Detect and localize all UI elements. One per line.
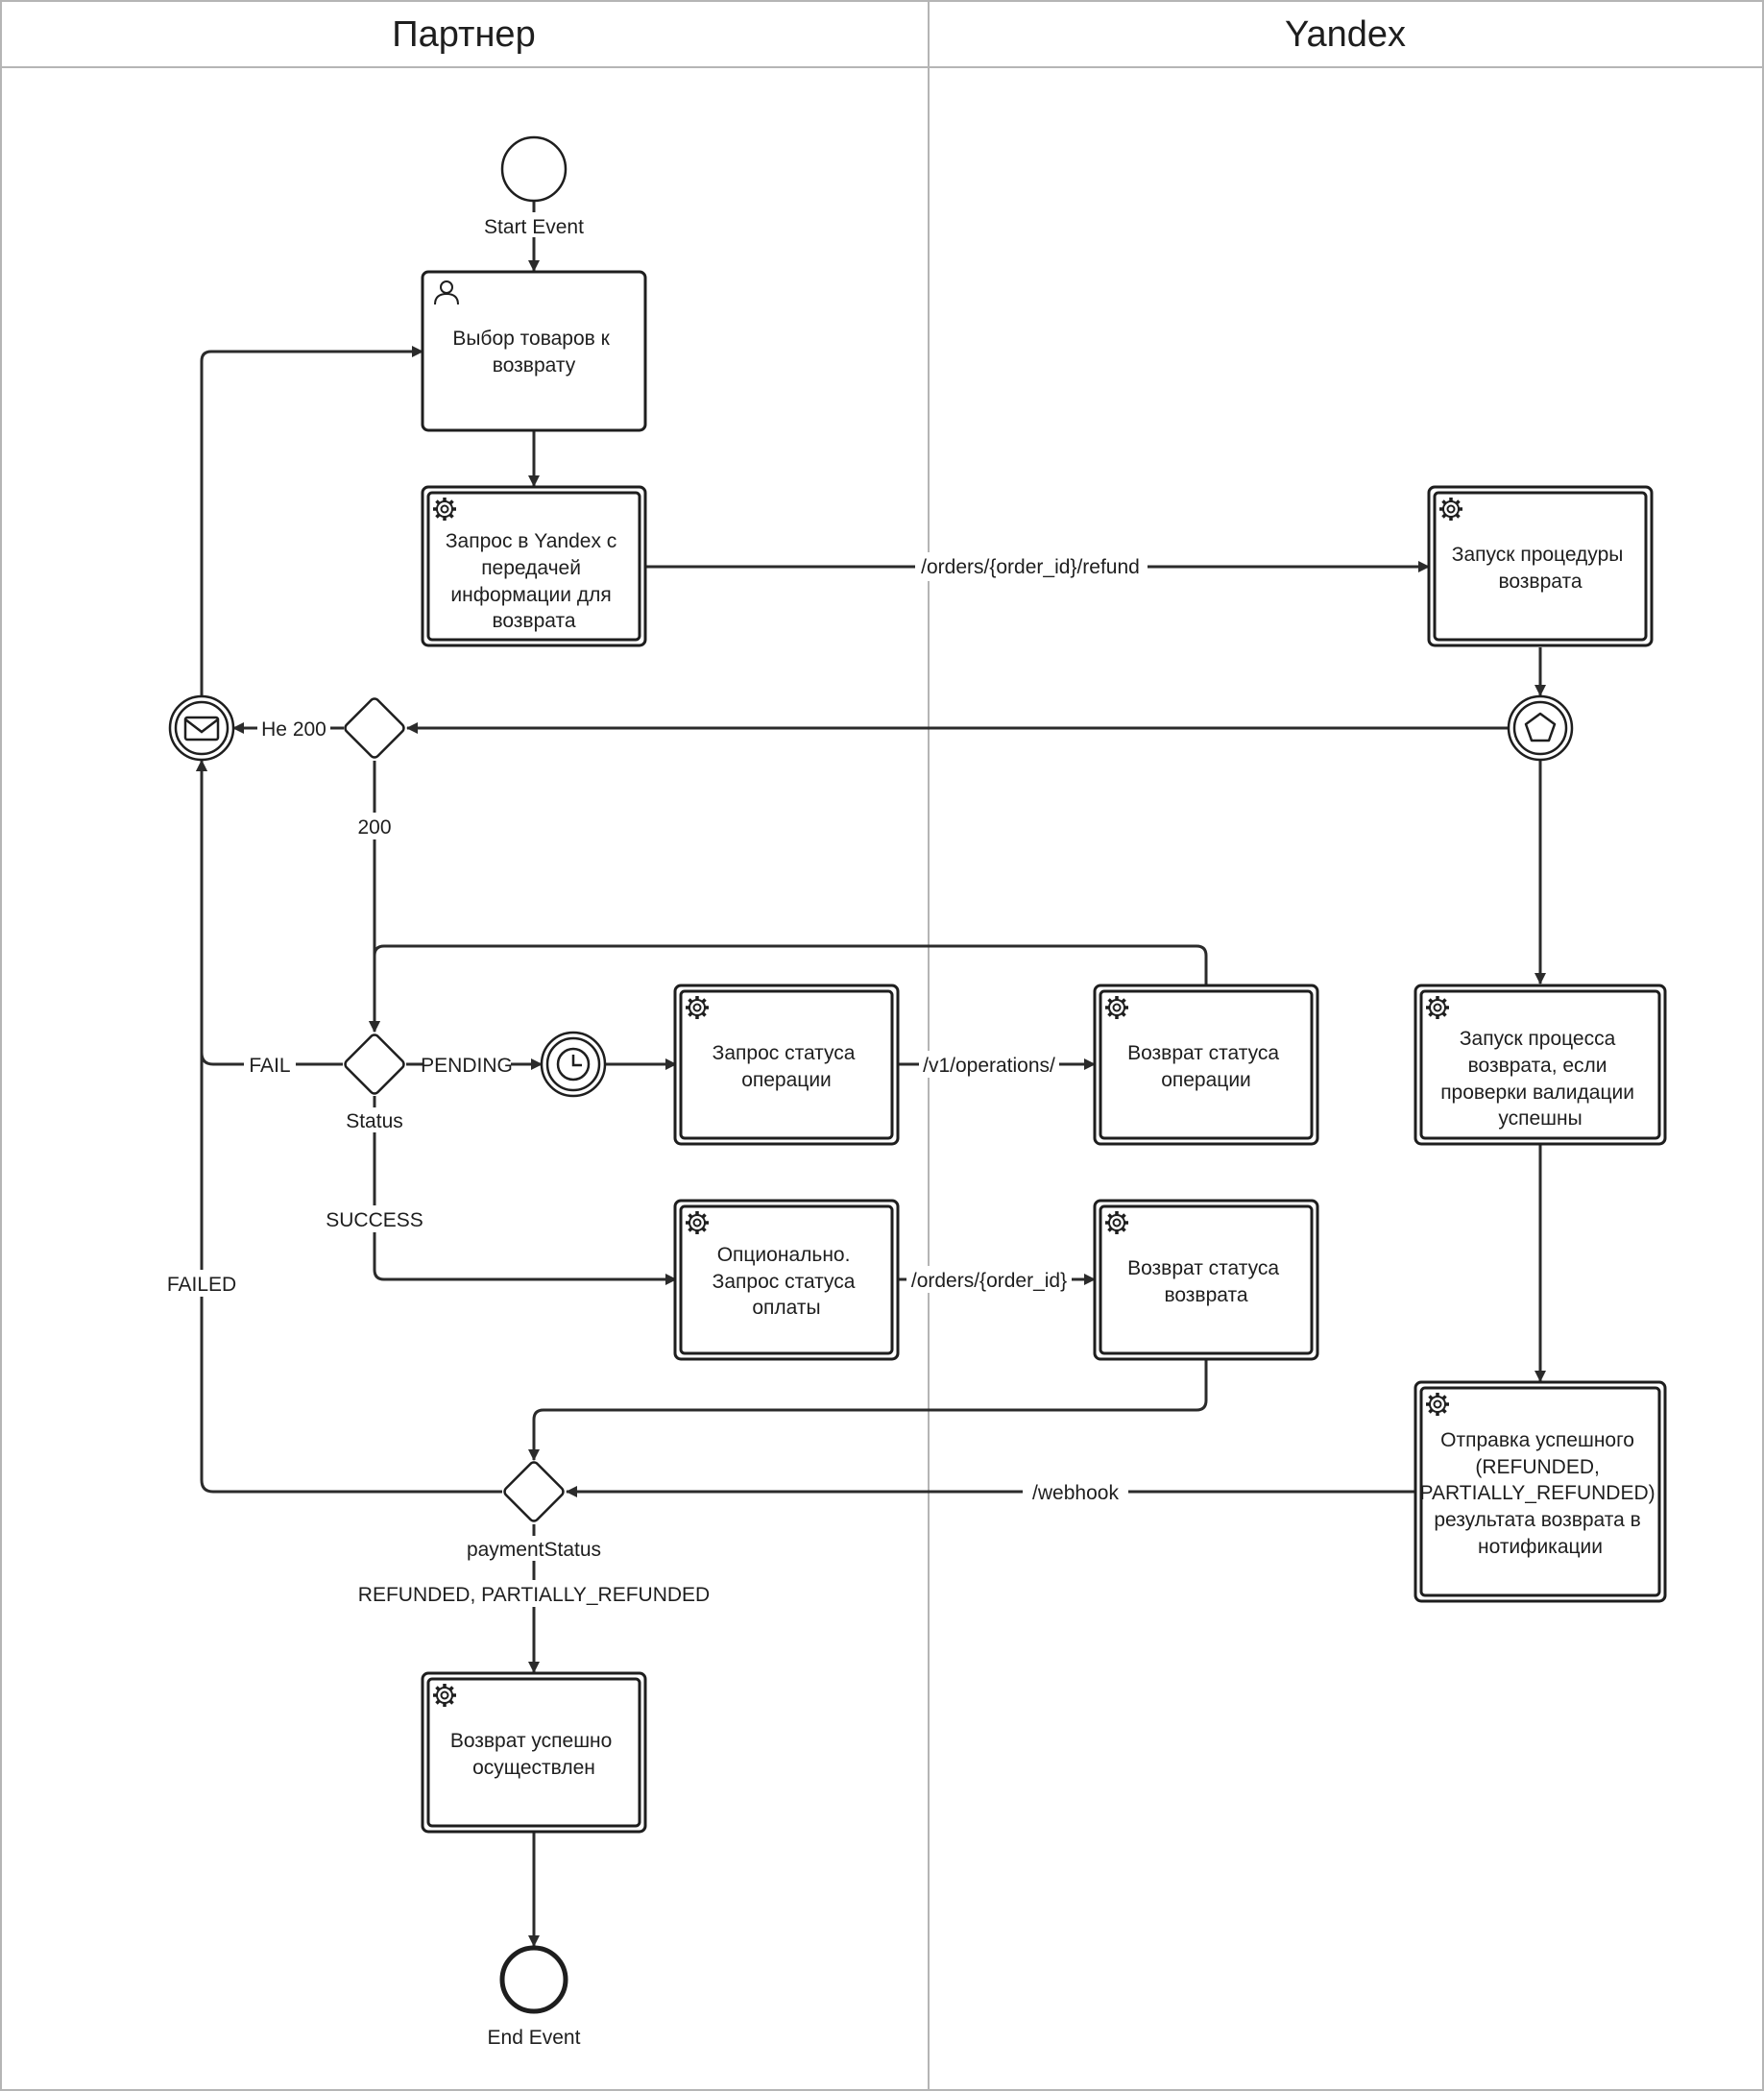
svg-text:Отправка успешного (REFU: Отправка успешного (REFUNDED, PARTIALLY_… <box>1420 1429 1661 1558</box>
task-line: (REFUNDED, <box>1475 1456 1600 1478</box>
flow-label-failed: FAILED <box>167 1274 236 1296</box>
gateway-payment-status-label: paymentStatus <box>467 1539 601 1561</box>
end-event-label: End Event <box>488 2027 581 2049</box>
task-line: возврата <box>1498 571 1582 593</box>
task-return-refund-status[interactable]: Возврат статуса возврата <box>1093 1199 1319 1361</box>
task-select-goods[interactable]: Выбор товаров к возврату <box>421 270 647 432</box>
start-event[interactable] <box>500 135 568 203</box>
start-event-label: Start Event <box>484 216 584 238</box>
gateway-status-label: Status <box>346 1110 403 1132</box>
task-line: нотификации <box>1478 1536 1603 1558</box>
task-line: осуществлен <box>472 1757 595 1779</box>
task-line: Запрос статуса <box>713 1042 856 1064</box>
flow-label-fail: FAIL <box>249 1055 290 1077</box>
end-event[interactable] <box>499 1945 568 2014</box>
gateway-status[interactable] <box>343 1033 405 1095</box>
flow-label-200: 200 <box>357 816 391 839</box>
task-send-success-notification[interactable]: Отправка успешного (REFUNDED, PARTIALLY_… <box>1414 1380 1667 1603</box>
lane-title-partner: Партнер <box>392 14 535 55</box>
task-line: Запуск процедуры <box>1452 544 1624 566</box>
task-line: Опционально. <box>717 1244 851 1266</box>
task-line: PARTIALLY_REFUNDED) <box>1420 1482 1655 1504</box>
task-line: успешны <box>1498 1107 1582 1130</box>
task-line: Отправка успешного <box>1440 1429 1634 1451</box>
svg-text:Запрос в Yandex с переда: Запрос в Yandex с передачей информации д… <box>446 530 622 632</box>
flow-label-refund-endpoint: /orders/{order_id}/refund <box>921 556 1140 578</box>
task-line: возврата <box>1164 1284 1247 1306</box>
lane-title-yandex: Yandex <box>1285 14 1406 55</box>
svg-text:Запуск процедуры возврат: Запуск процедуры возврата <box>1452 544 1629 593</box>
svg-text:Возврат статуса операции: Возврат статуса операции <box>1127 1042 1285 1091</box>
task-line: проверки валидации <box>1440 1082 1634 1104</box>
flow-failed[interactable] <box>196 760 502 1494</box>
task-start-refund-process[interactable]: Запуск процесса возврата, если проверки … <box>1414 984 1667 1146</box>
task-line: Возврат статуса <box>1127 1042 1279 1064</box>
flow-label-not-200: Не 200 <box>261 718 326 741</box>
task-line: возврата, если <box>1468 1055 1607 1077</box>
sequence-flows <box>196 201 1546 1947</box>
svg-text:Возврат статуса возврата: Возврат статуса возврата <box>1127 1257 1285 1306</box>
svg-text:Выбор товаров к возврату: Выбор товаров к возврату <box>452 328 615 377</box>
task-line: Возврат успешно <box>450 1730 613 1752</box>
clock-icon <box>556 1047 591 1082</box>
flow-label-order-endpoint: /orders/{order_id} <box>911 1270 1067 1292</box>
task-line: возврату <box>493 354 576 377</box>
task-request-yandex[interactable]: Запрос в Yandex с передачей информации д… <box>421 485 647 647</box>
flow-message-to-select[interactable] <box>200 346 423 695</box>
task-line: результата возврата в <box>1434 1509 1640 1531</box>
task-line: операции <box>1161 1069 1251 1091</box>
task-start-refund-procedure[interactable]: Запуск процедуры возврата <box>1427 485 1654 647</box>
user-icon <box>434 280 459 305</box>
pentagon-icon <box>1524 712 1557 742</box>
task-line: информации для <box>450 584 611 606</box>
svg-text:Возврат успешно осуществ: Возврат успешно осуществлен <box>450 1730 617 1779</box>
multiple-event[interactable] <box>1507 694 1574 762</box>
flow-fail[interactable] <box>196 760 343 1066</box>
task-line: Запуск процесса <box>1460 1028 1616 1050</box>
envelope-icon <box>183 716 220 742</box>
task-line: передачей <box>481 557 581 579</box>
flow-label-pending: PENDING <box>421 1055 513 1077</box>
flow-success[interactable] <box>373 1096 677 1285</box>
gateway-response[interactable] <box>343 696 405 759</box>
task-optional-payment-status[interactable]: Опционально. Запрос статуса оплаты <box>673 1199 900 1361</box>
flow-label-operations-endpoint: /v1/operations/ <box>923 1055 1055 1077</box>
flow-label-webhook: /webhook <box>1032 1482 1119 1504</box>
flow-operation-status-loop[interactable] <box>369 944 1208 1033</box>
task-line: Запрос статуса <box>713 1271 856 1293</box>
flow-label-success: SUCCESS <box>326 1209 423 1231</box>
task-line: Выбор товаров к <box>452 328 610 350</box>
task-request-operation-status[interactable]: Запрос статуса операции <box>673 984 900 1146</box>
message-event[interactable] <box>168 694 235 762</box>
task-refund-done[interactable]: Возврат успешно осуществлен <box>421 1671 647 1834</box>
svg-text:Опционально. Запрос стат: Опционально. Запрос статуса оплаты <box>713 1244 861 1319</box>
task-line: операции <box>741 1069 832 1091</box>
task-line: Запрос в Yandex с <box>446 530 616 552</box>
task-line: возврата <box>492 610 575 632</box>
gateway-payment-status[interactable] <box>502 1460 565 1522</box>
svg-text:Запрос статуса операции: Запрос статуса операции <box>713 1042 861 1091</box>
flow-labels: /orders/{order_id}/refund Не 200 200 FAI… <box>165 552 1148 1607</box>
flow-label-refunded: REFUNDED, PARTIALLY_REFUNDED <box>358 1584 710 1606</box>
task-return-operation-status[interactable]: Возврат статуса операции <box>1093 984 1319 1146</box>
task-line: оплаты <box>752 1297 820 1319</box>
task-line: Возврат статуса <box>1127 1257 1279 1279</box>
svg-text:Запуск процесса возврата: Запуск процесса возврата, если проверки … <box>1440 1028 1640 1130</box>
flow-refund-status-to-gateway[interactable] <box>528 1359 1208 1461</box>
timer-event[interactable] <box>540 1031 607 1098</box>
